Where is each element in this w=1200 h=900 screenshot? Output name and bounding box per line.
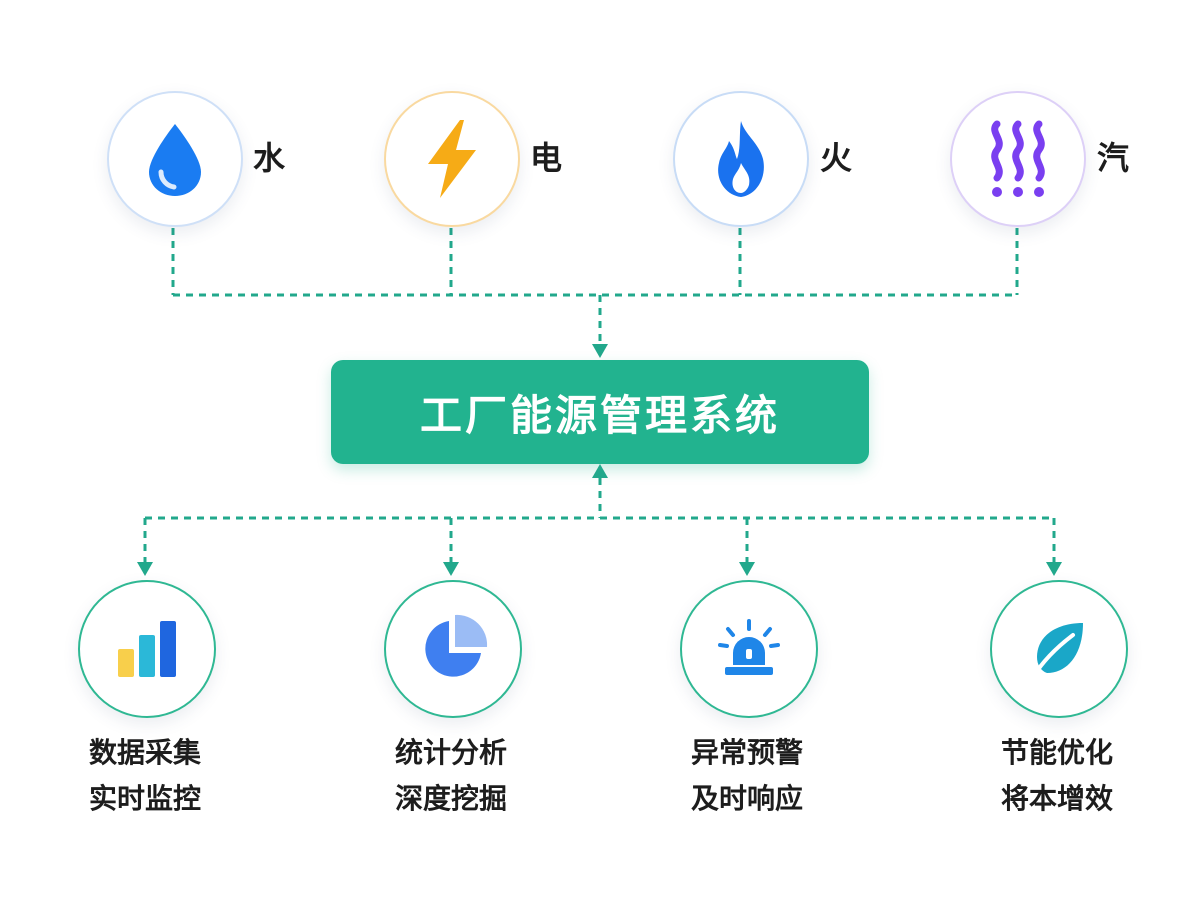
bar-chart-icon bbox=[118, 621, 176, 677]
source-fire-circle bbox=[673, 91, 809, 227]
feature-data-collection-line2: 实时监控 bbox=[88, 782, 201, 815]
source-water-label: 水 bbox=[253, 139, 286, 177]
feature-energy-saving-text: 节能优化 将本增效 bbox=[947, 730, 1167, 822]
feature-alert-line1: 异常预警 bbox=[690, 736, 803, 769]
feature-energy-saving-line2: 将本增效 bbox=[1000, 782, 1113, 815]
feature-data-collection-text: 数据采集 实时监控 bbox=[35, 730, 255, 822]
feature-statistics-line1: 统计分析 bbox=[394, 736, 507, 769]
arrow-down-statistics bbox=[443, 562, 459, 576]
leaf-icon bbox=[1031, 623, 1083, 679]
source-electric-circle bbox=[384, 91, 520, 227]
feature-statistics-text: 统计分析 深度挖掘 bbox=[341, 730, 561, 822]
feature-alert-circle bbox=[680, 580, 818, 718]
pie-chart-icon bbox=[425, 614, 488, 677]
source-fire-label: 火 bbox=[820, 139, 853, 177]
arrow-down-to-system bbox=[592, 344, 608, 358]
arrow-up-from-system bbox=[592, 464, 608, 478]
system-box: 工厂能源管理系统 bbox=[331, 360, 869, 464]
arrow-down-energy-saving bbox=[1046, 562, 1062, 576]
feature-data-collection-circle bbox=[78, 580, 216, 718]
alarm-light-icon bbox=[718, 619, 780, 675]
arrow-down-data-collection bbox=[137, 562, 153, 576]
feature-energy-saving-circle bbox=[990, 580, 1128, 718]
flame-icon bbox=[718, 121, 764, 197]
arrow-down-alert bbox=[739, 562, 755, 576]
source-electric-label: 电 bbox=[530, 139, 563, 177]
steam-icon bbox=[991, 120, 1045, 197]
system-title: 工厂能源管理系统 bbox=[419, 390, 780, 440]
feature-statistics-circle bbox=[384, 580, 522, 718]
source-steam-label: 汽 bbox=[1097, 139, 1130, 177]
lightning-bolt-icon bbox=[428, 120, 476, 198]
source-steam-circle bbox=[950, 91, 1086, 227]
feature-energy-saving-line1: 节能优化 bbox=[1000, 736, 1113, 769]
water-drop-icon bbox=[149, 124, 201, 196]
feature-alert-text: 异常预警 及时响应 bbox=[637, 730, 857, 822]
feature-data-collection-line1: 数据采集 bbox=[88, 736, 201, 769]
source-water-circle bbox=[107, 91, 243, 227]
feature-alert-line2: 及时响应 bbox=[690, 782, 803, 815]
feature-statistics-line2: 深度挖掘 bbox=[394, 782, 507, 815]
